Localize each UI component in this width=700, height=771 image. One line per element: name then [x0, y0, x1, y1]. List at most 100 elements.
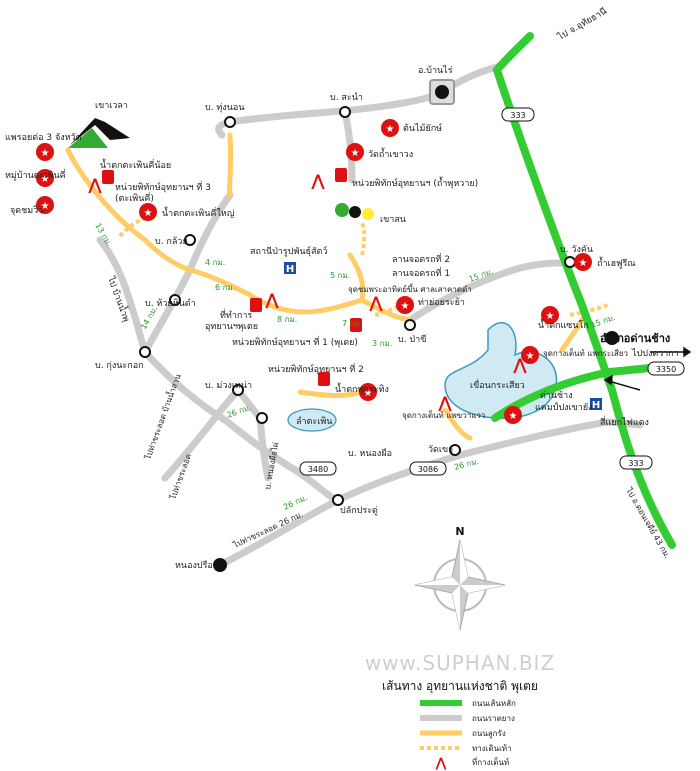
attraction-markers — [36, 119, 592, 424]
svg-text:⋀: ⋀ — [265, 290, 279, 309]
svg-text:★: ★ — [41, 174, 50, 185]
svg-text:⋀: ⋀ — [369, 293, 383, 312]
svg-text:★: ★ — [364, 388, 373, 399]
label-border-3: แพรอยต่อ 3 จังหวัด — [5, 133, 82, 143]
label-ban-klua: บ. กล้วย — [155, 236, 188, 247]
svg-text:★: ★ — [351, 148, 360, 159]
town-markers — [139, 79, 619, 572]
label-unit3: หน่วยพิทักษ์อุทยานฯ ที่ 3 — [115, 180, 211, 193]
legend-label-main: ถนนเส้นหลัก — [472, 699, 516, 708]
svg-text:★: ★ — [579, 258, 588, 269]
road-333-label-2: 333 — [628, 459, 643, 468]
label-ban-wang: บ. วังคัน — [560, 245, 593, 255]
label-nam-tok-phu: น้ำตกพุกระทิง — [335, 382, 389, 395]
label-station: สถานีป่ารูปพันธุ์สัตว์ — [250, 245, 327, 257]
label-to-ban-lao: ไปท่าขระลอด บ้านน้ำสวน — [141, 372, 183, 462]
label-sa-yaek: สี่แยกไฟแดง — [600, 415, 649, 428]
label-khao-wela: เขาเวลา — [95, 101, 128, 111]
label-nam-tok-phin-noi: น้ำตกตะเพินคี่น้อย — [100, 158, 171, 171]
pine-trees-icon — [335, 203, 374, 220]
svg-text:4 กม.: 4 กม. — [205, 258, 225, 267]
svg-text:★: ★ — [144, 208, 153, 219]
place-labels: อ.บ้านไร่ ไป จ.อุทัยธานี บ. สะนำ บ. ทุ่ง… — [5, 6, 679, 571]
mountain-icon — [70, 118, 130, 145]
label-camp-pong: แคมป์ปงเขายัง — [535, 401, 593, 413]
legend-label-camping: ที่กางเต็นท์ — [472, 756, 509, 767]
label-mu-ban-phin: หมู่บ้านตะเพินคี่ — [5, 168, 66, 181]
attraction-star-icons: ★ ★ ★ ★ ★ ★ ★ ★ ★ ★ ★ ★ — [41, 124, 588, 422]
kra-siao-reservoir — [444, 322, 558, 419]
label-camp-pae: จุดกางเต็นท์ แพขวาแวว — [402, 410, 485, 420]
compass-north-label: N — [455, 525, 464, 538]
svg-text:5 กม.: 5 กม. — [330, 271, 350, 280]
label-ton-mai: ต้นไม้ยักษ์ — [403, 122, 442, 134]
paved-roads — [96, 62, 644, 569]
label-ban-kung: บ. กุ่งนะกอก — [95, 361, 144, 371]
label-amphoe: อำเภอด่านช้าง — [600, 332, 670, 345]
svg-text:★: ★ — [41, 201, 50, 212]
label-park-2: ลานจอดรถที่ 2 — [392, 252, 450, 265]
svg-text:8 กม.: 8 กม. — [277, 315, 297, 324]
label-camp-kra: จุดกางเต็นท์ แพกระเสียว — [543, 348, 628, 358]
legend-label-laterite: ถนนลูกรัง — [472, 729, 506, 739]
legend-tent-icon: ⋀ — [436, 756, 447, 771]
label-chut-chom-wiw: จุดชมวิว — [10, 205, 43, 216]
svg-text:⋀: ⋀ — [88, 175, 102, 194]
road-number-plates: 333 333 3350 3480 3086 — [299, 107, 685, 476]
label-to-dan: ไปปงดวากา — [631, 348, 679, 359]
svg-text:26 กม.: 26 กม. — [282, 493, 309, 512]
svg-text:3 กม.: 3 กม. — [372, 339, 392, 348]
label-wat-tham: วัดถ้ำเขาวง — [368, 147, 413, 160]
label-ban-rai: อ.บ้านไร่ — [418, 65, 453, 76]
svg-text:26 กม.: 26 กม. — [226, 403, 253, 420]
label-khao-son: เขาสน — [380, 215, 406, 225]
label-unit1: หน่วยพิทักษ์อุทยานฯ ที่ 1 (พุเตย) — [232, 335, 358, 348]
label-phin-yai: น้ำตกตะเพินคี่ใหญ่ — [162, 206, 235, 219]
road-333-label: 333 — [510, 111, 525, 120]
label-ban-pa-chi: บ. ป่าขี — [398, 334, 426, 345]
label-unit2: หน่วยพิทักษ์อุทยานฯ ที่ 2 — [268, 362, 364, 375]
legend-label-paved: ถนนราดยาง — [472, 714, 515, 723]
svg-text:★: ★ — [401, 301, 410, 312]
svg-text:⋀: ⋀ — [311, 171, 325, 190]
road-3350-label: 3350 — [656, 365, 676, 374]
map-title: เส้นทาง อุทยานแห่งชาติ พุเตย — [382, 679, 538, 694]
label-nong-preu: หนองปรือ — [175, 560, 213, 571]
watermark: www.SUPHAN.BIZ — [365, 651, 555, 675]
compass-rose-icon — [414, 539, 506, 631]
svg-text:★: ★ — [386, 124, 395, 135]
svg-text:⋀: ⋀ — [438, 393, 452, 412]
label-unit3b: (ตะเพินคี่) — [115, 191, 154, 204]
svg-text:★: ★ — [546, 311, 555, 322]
label-unit-tham: หน่วยพิทักษ์อุทยานฯ (ถ้ำพุหวาย) — [352, 176, 478, 189]
camping-icons: ⋀⋀⋀ ⋀⋀⋀ — [88, 171, 527, 412]
label-to-tha-26: ไปท่าขระลอด 26 กม. — [231, 510, 304, 551]
mountain-green-icon — [68, 128, 108, 148]
label-sunrise: จุดชมพระอาทิตย์ขึ้น ศาลเสาคาดดำ — [348, 283, 472, 294]
svg-text:★: ★ — [526, 351, 535, 362]
label-ban-muang: บ. ม่วงเหน่า — [205, 381, 252, 391]
label-plak-pradu: ปลักประดู่ — [340, 506, 378, 516]
ranger-unit-icons — [102, 168, 362, 386]
svg-text:H: H — [286, 264, 294, 275]
label-office: ที่ทำการ — [220, 308, 252, 321]
label-ban-sanam: บ. สะนำ — [330, 92, 363, 103]
label-ban-huai: บ. ห้วยหินดำ — [145, 298, 196, 309]
road-3480-label: 3480 — [308, 465, 328, 474]
svg-text:15 กม.: 15 กม. — [590, 313, 617, 330]
label-thung-non: บ. ทุ่งนอน — [205, 103, 244, 113]
label-lam-ta: ลำตะเพิน — [296, 416, 332, 427]
svg-text:★: ★ — [41, 148, 50, 159]
svg-text:H: H — [592, 400, 600, 411]
label-wat-khao: วัดเขา — [428, 445, 453, 455]
svg-text:★: ★ — [509, 411, 518, 422]
label-dan-chang: ด่านช้าง — [540, 390, 573, 401]
direction-arrows — [603, 346, 692, 391]
label-office-2: อุทยานฯพุเตย — [205, 322, 258, 332]
legend-label-footpath: ทางเดินเท้า — [472, 744, 512, 753]
label-tham-rue: ถ้ำเฮฟูรีณ — [597, 256, 636, 269]
label-dam: เขื่อนกระเสียว — [470, 378, 525, 391]
legend: ถนนเส้นหลัก ถนนราดยาง ถนนลูกรัง ทางเดินเ… — [420, 699, 516, 771]
label-to-uthai: ไป จ.อุทัยธานี — [555, 6, 609, 43]
